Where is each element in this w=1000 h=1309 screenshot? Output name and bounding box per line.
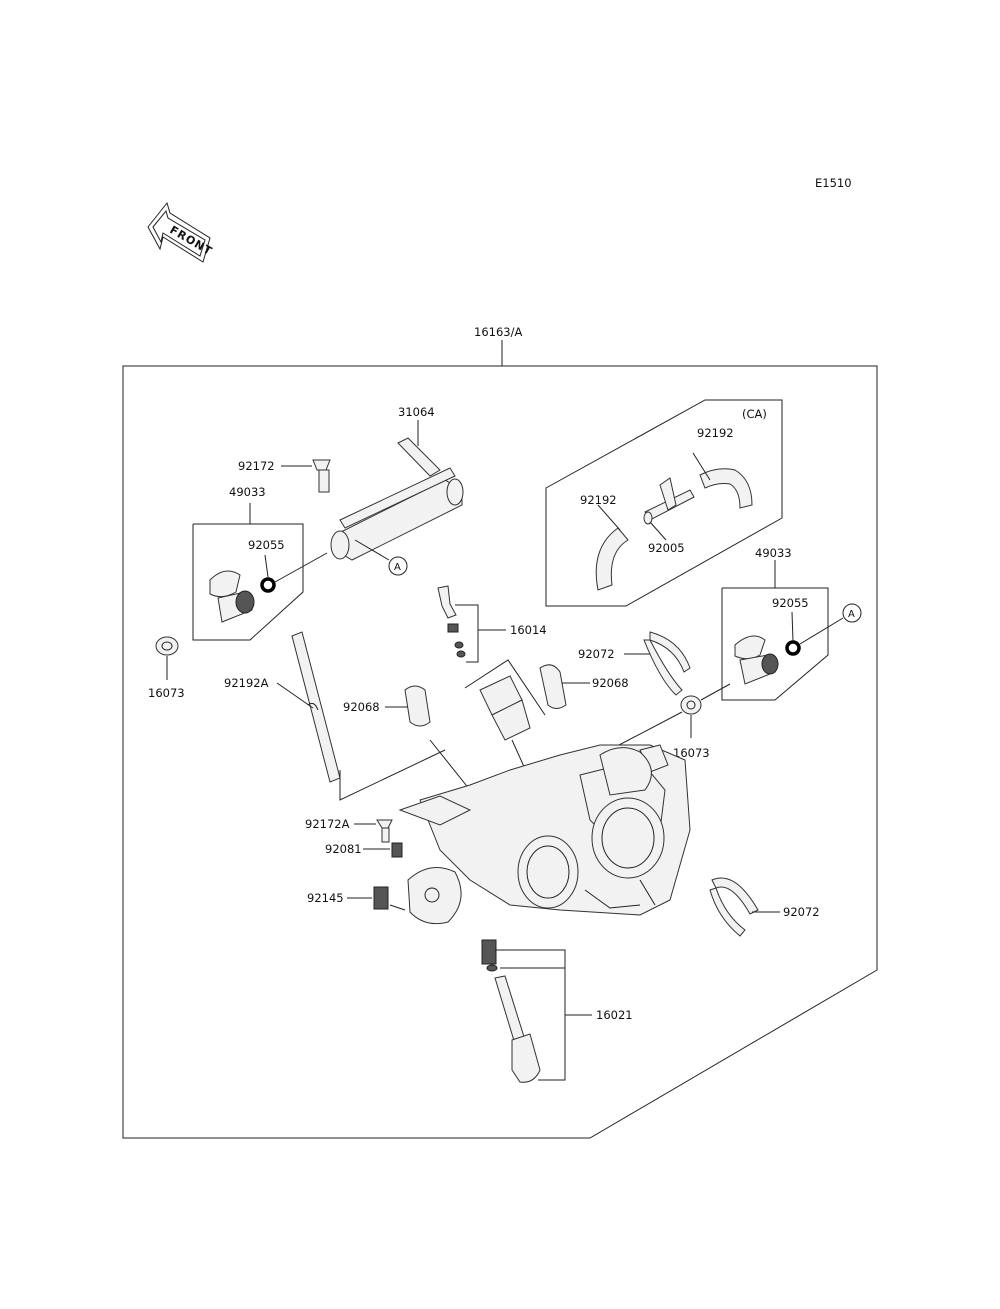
label-49033-left: 49033 xyxy=(229,485,266,499)
label-16073-right: 16073 xyxy=(673,746,710,760)
front-arrow-icon: FRONT xyxy=(147,201,215,263)
label-49033-right: 49033 xyxy=(755,546,792,560)
label-92172: 92172 xyxy=(238,459,275,473)
label-16014: 16014 xyxy=(510,623,547,637)
label-92005: 92005 xyxy=(648,541,685,555)
connector xyxy=(479,675,546,811)
label-92192-left: 92192 xyxy=(580,493,617,507)
reference-marker-a-label: A xyxy=(848,609,855,620)
label-92055-right: 92055 xyxy=(772,596,809,610)
ca-frame xyxy=(545,399,783,607)
tee-fitting-92005 xyxy=(643,477,695,525)
hose-92192-left xyxy=(595,527,629,591)
label-92072-top: 92072 xyxy=(578,647,615,661)
clamp-92072-bottom xyxy=(709,877,759,937)
label-31064: 31064 xyxy=(398,405,435,419)
label-92068-left: 92068 xyxy=(343,700,380,714)
screw-92172A xyxy=(376,819,393,843)
hose-92192-right xyxy=(699,468,753,509)
reference-marker-a-right: A xyxy=(842,603,862,623)
label-92145: 92145 xyxy=(307,891,344,905)
assembly-label: 16163/A xyxy=(474,325,522,339)
label-92072-bottom: 92072 xyxy=(783,905,820,919)
fuel-rail-31064 xyxy=(330,437,464,561)
injector-group-left xyxy=(192,503,304,641)
bolt-92172 xyxy=(312,459,331,493)
label-92172A: 92172A xyxy=(305,817,350,831)
throttle-body xyxy=(398,744,691,925)
hose-92192A xyxy=(291,631,341,783)
spring-92081 xyxy=(391,842,403,858)
diagram-code: E1510 xyxy=(815,176,852,190)
sensor-parts-16014 xyxy=(437,585,466,658)
label-92055-left: 92055 xyxy=(248,538,285,552)
assembly-frame xyxy=(122,340,878,1139)
ca-label: (CA) xyxy=(742,407,767,421)
washer-16073-right xyxy=(680,695,702,715)
cap-92068-right xyxy=(539,664,567,709)
clamp-92072-top xyxy=(643,631,691,696)
label-92192-right: 92192 xyxy=(697,426,734,440)
label-92192A: 92192A xyxy=(224,676,269,690)
label-16073-left: 16073 xyxy=(148,686,185,700)
label-16021: 16021 xyxy=(596,1008,633,1022)
label-92068-right: 92068 xyxy=(592,676,629,690)
spring-92145 xyxy=(373,886,389,910)
washer-16073-left xyxy=(155,636,179,656)
cap-92068-left xyxy=(404,685,431,727)
reference-marker-a-label: A xyxy=(394,562,401,573)
reference-marker-a-top: A xyxy=(388,556,408,576)
screw-assembly-16021 xyxy=(481,939,541,1083)
injector-group-right xyxy=(721,560,829,701)
label-92081: 92081 xyxy=(325,842,362,856)
